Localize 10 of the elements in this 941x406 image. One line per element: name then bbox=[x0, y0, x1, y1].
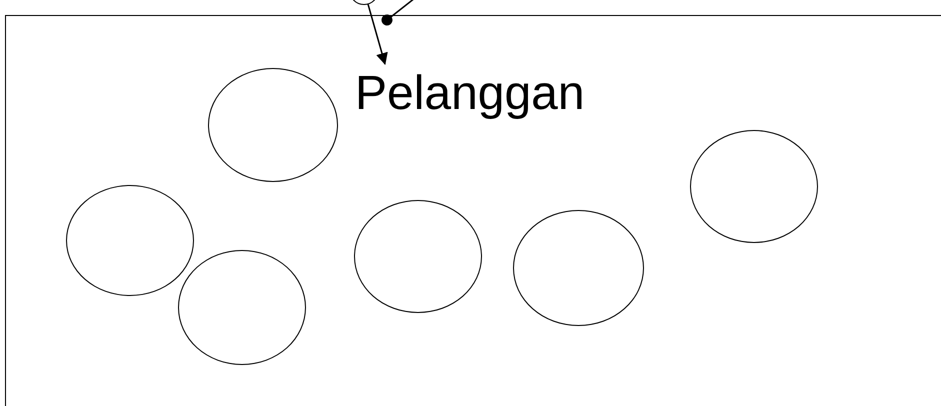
customer-label: Pelanggan bbox=[355, 66, 595, 122]
circle-shape bbox=[690, 130, 818, 243]
circle-shape bbox=[513, 210, 644, 326]
circle-shape bbox=[208, 68, 338, 182]
circle-shape bbox=[66, 185, 194, 296]
boundary-box bbox=[5, 15, 941, 406]
circle-shape bbox=[354, 200, 482, 313]
arrow bbox=[367, 4, 388, 65]
circle-shape bbox=[178, 250, 306, 365]
dot-connector bbox=[382, 0, 416, 26]
